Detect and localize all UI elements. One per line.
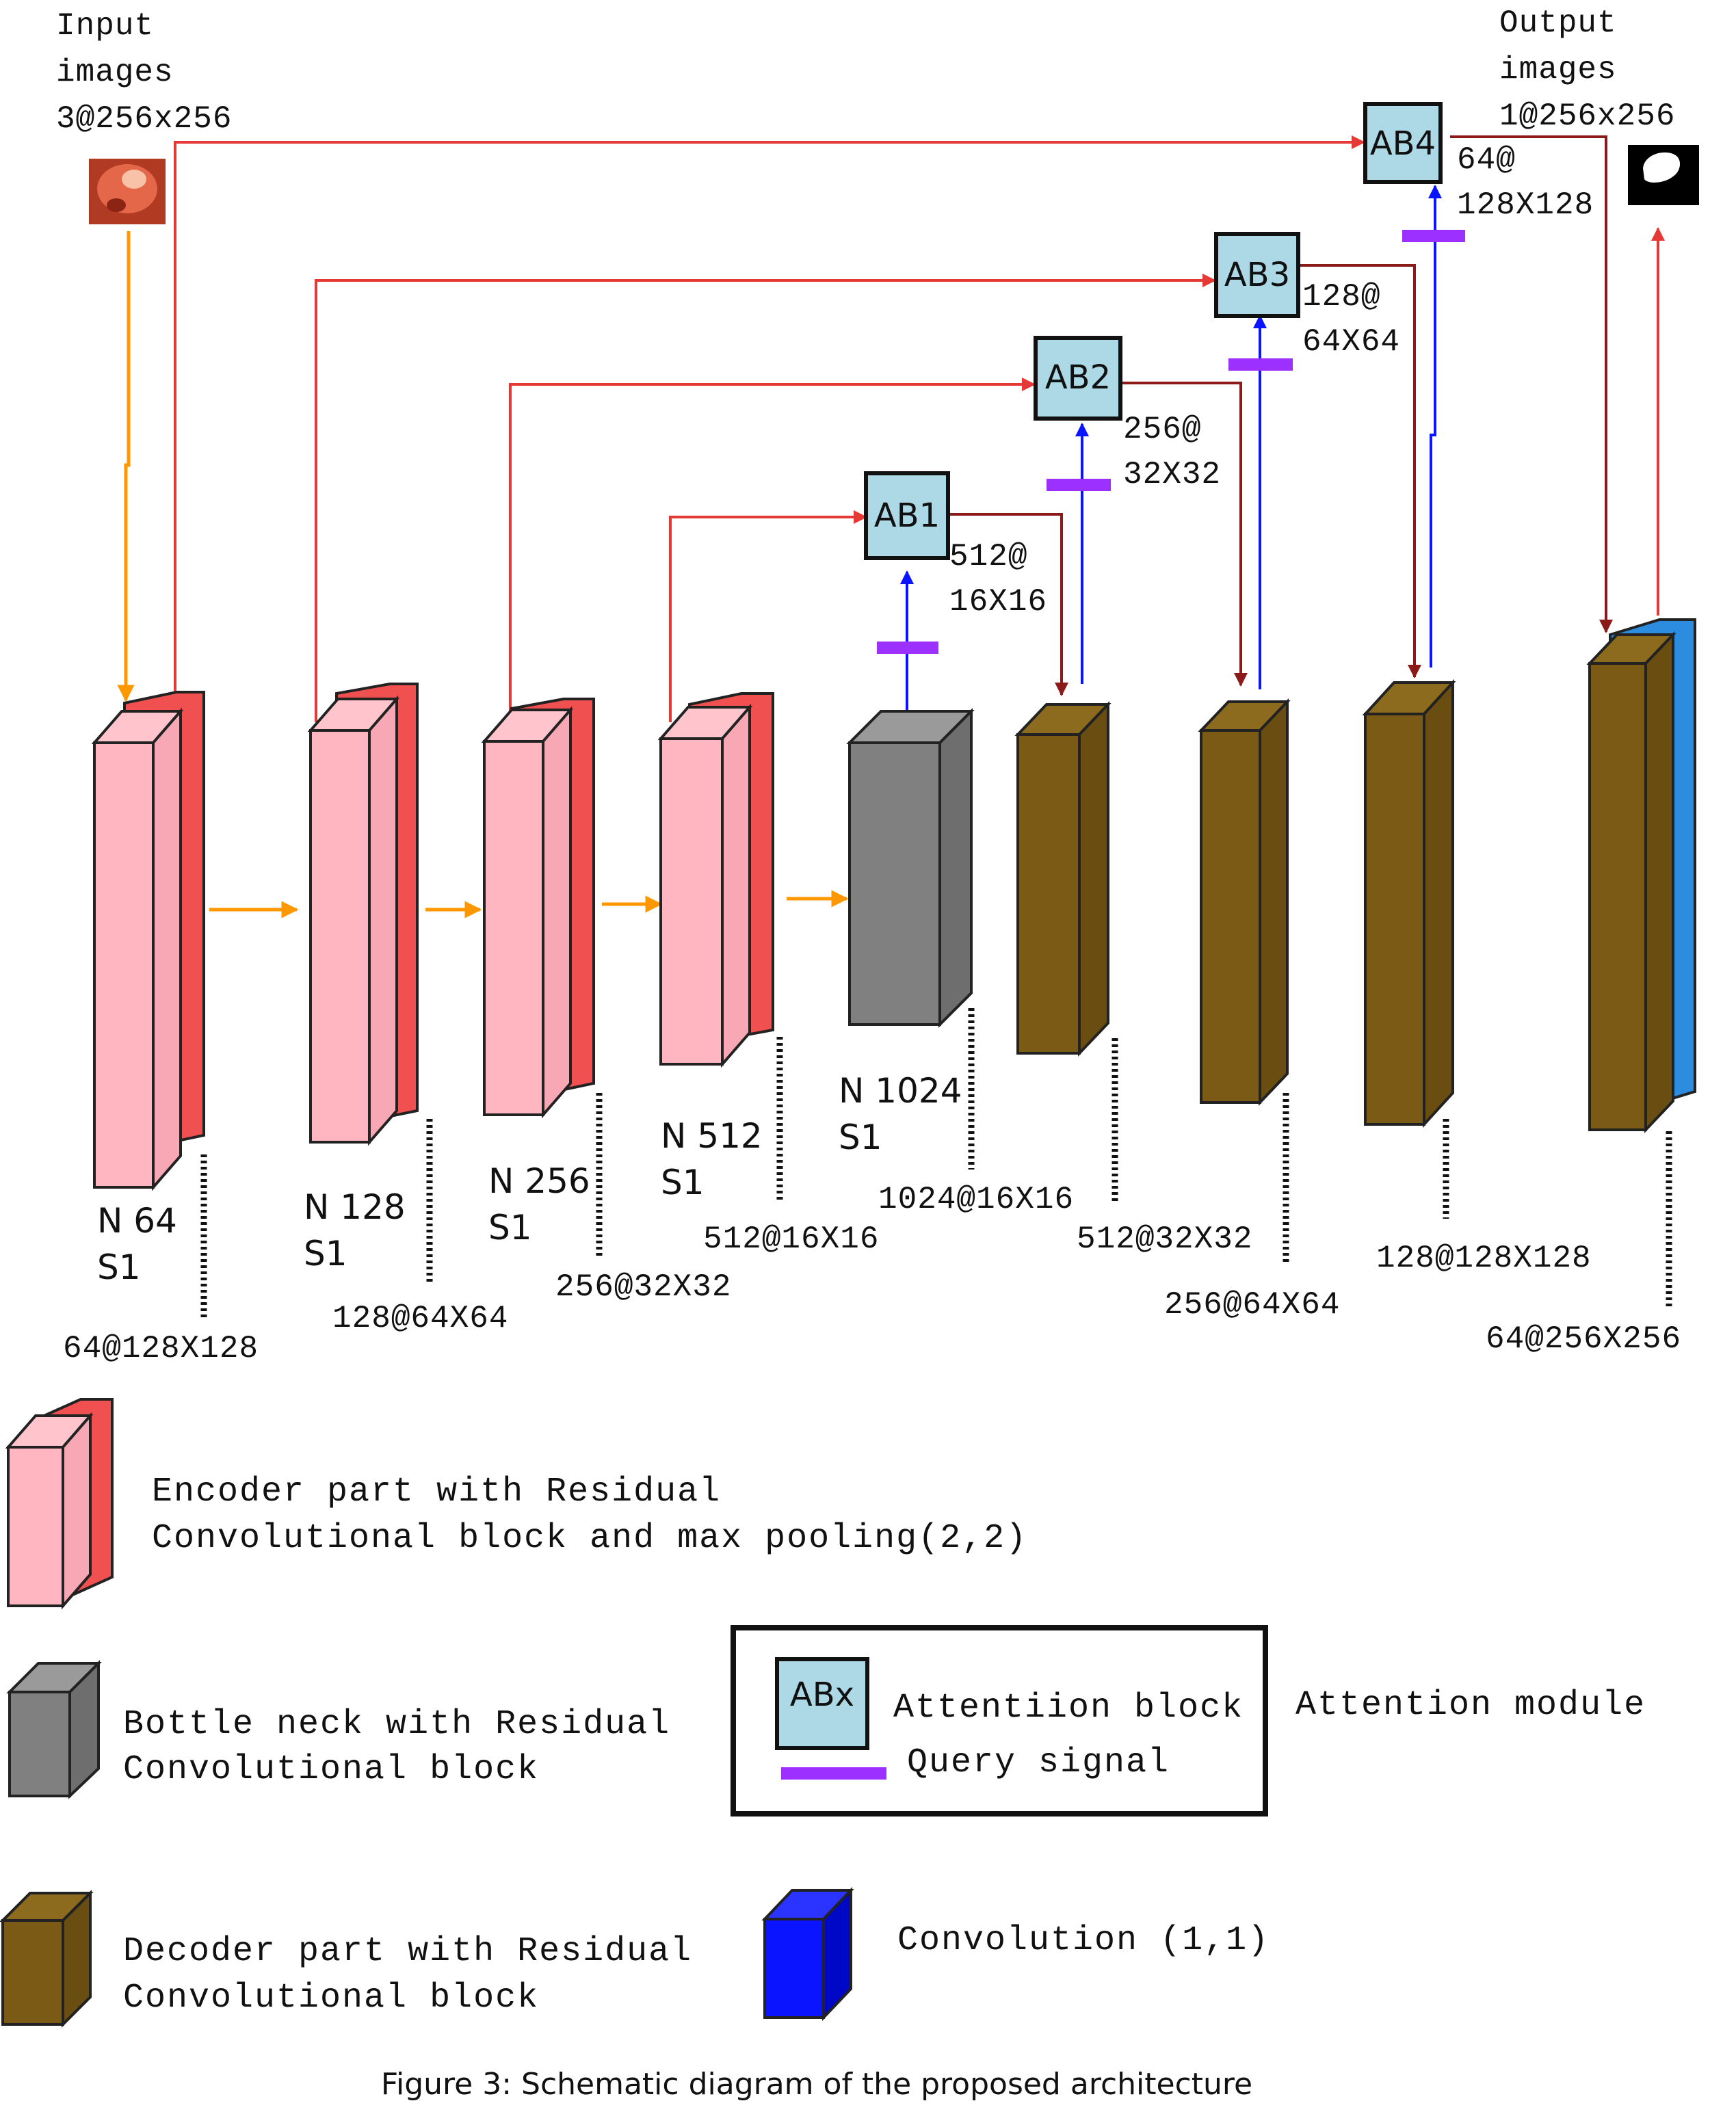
dec2-dim-label: 256@64X64: [1164, 1287, 1340, 1323]
input-title-line2: images: [56, 55, 174, 90]
ab3-label: AB3: [1224, 256, 1290, 294]
attention-block-1: AB1 512@ 16X16: [864, 471, 1047, 620]
bottleneck-labels: N 1024 S1 1024@16X16: [839, 1071, 1074, 1217]
enc2-dim-label: 128@64X64: [332, 1301, 508, 1336]
legend-abx-label: ABx: [790, 1676, 854, 1714]
attention-block-2: AB2 256@ 32X32: [1034, 336, 1221, 492]
dec4-dim-label: 64@256X256: [1486, 1321, 1681, 1357]
ab1-query-bar: [877, 642, 938, 654]
ab3-dim2: 64X64: [1302, 324, 1400, 360]
ab2-label: AB2: [1045, 358, 1111, 397]
query-signal-bars: [877, 230, 1465, 654]
skip-arrow-2: [315, 274, 1216, 722]
ab2-dim1: 256@: [1123, 412, 1201, 447]
ab3-query-bar: [1228, 358, 1293, 371]
encoder-block-4: [657, 692, 774, 1068]
legend-attention-block: Attentiion block: [893, 1689, 1244, 1728]
skip-arrow-4: [669, 510, 867, 722]
attention-blocks: AB1 512@ 16X16 AB2 256@ 32X32 AB3 128@ 6…: [864, 102, 1594, 620]
input-title-line1: Input: [56, 8, 154, 44]
attention-outputs: [949, 135, 1613, 696]
legend-query-bar: [781, 1767, 886, 1780]
enc3-s-label: S1: [488, 1208, 532, 1247]
ab4-label: AB4: [1370, 124, 1436, 163]
ab1-out-arrow: [949, 513, 1068, 696]
decoder-block-4: [1586, 618, 1696, 1133]
input-image-thumbnail: [89, 159, 166, 224]
encoder-flow-arrows: [117, 231, 849, 919]
bottleneck-s-label: S1: [839, 1118, 882, 1157]
figure-caption: Figure 3: Schematic diagram of the propo…: [381, 2067, 1252, 2102]
encoder-block-3: [481, 698, 595, 1119]
legend-bottleneck-line2: Convolutional block: [123, 1750, 539, 1789]
output-title-line1: Output: [1499, 5, 1617, 41]
legend-bottleneck-line1: Bottle neck with Residual: [123, 1705, 670, 1744]
query-signal-arrows: [900, 185, 1442, 711]
legend-attention-module: Attention module: [1296, 1686, 1646, 1725]
legend-decoder-line2: Convolutional block: [123, 1979, 539, 2018]
decoder-block-3: [1362, 678, 1456, 1128]
bottleneck-dim-label: 1024@16X16: [878, 1182, 1074, 1217]
attention-block-4: AB4 64@ 128X128: [1363, 102, 1594, 223]
encoder-block-1: [91, 691, 205, 1191]
ab1-dim1: 512@: [949, 539, 1027, 574]
legend-bottleneck-icon: [6, 1660, 102, 1799]
legend-convolution: Convolution (1,1): [897, 1921, 1270, 1960]
legend-query-signal: Query signal: [907, 1743, 1170, 1782]
legend-encoder-line2: Convolutional block and max pooling(2,2): [152, 1519, 1027, 1558]
legend-convolution-icon: [761, 1887, 854, 2021]
ab2-dim2: 32X32: [1123, 457, 1221, 492]
enc4-n-label: N 512: [661, 1116, 763, 1156]
enc2-n-label: N 128: [304, 1187, 406, 1227]
ab4-dim2: 128X128: [1457, 187, 1594, 223]
output-mask-thumbnail: [1628, 145, 1699, 205]
ab1-label: AB1: [874, 497, 940, 535]
dec1-dim-label: 512@32X32: [1077, 1221, 1252, 1257]
ab4-query-bar: [1402, 230, 1465, 242]
input-down-arrow: [117, 231, 135, 702]
enc3-dim-label: 256@32X32: [555, 1269, 731, 1305]
encoder-labels: N 64 S1 64@128X128 N 128 S1 128@64X64 N …: [63, 1116, 879, 1366]
dimension-bars: [200, 1008, 1672, 1320]
skip-connections: [174, 135, 1665, 722]
legend-encoder-line1: Encoder part with Residual: [152, 1472, 721, 1511]
input-header: Input images 3@256x256: [56, 8, 232, 137]
decoder-block-1: [1014, 701, 1112, 1057]
output-title-line2: images: [1499, 52, 1617, 88]
output-header: Output images 1@256x256: [1499, 5, 1675, 134]
legend-decoder-icon: [0, 1890, 94, 2028]
ab2-out-arrow: [1122, 382, 1248, 687]
ab4-dim1: 64@: [1457, 142, 1516, 178]
ab1-dim2: 16X16: [949, 584, 1047, 620]
ab2-query-bar: [1047, 479, 1111, 491]
enc4-dim-label: 512@16X16: [703, 1221, 879, 1257]
skip-arrow-1: [174, 135, 1365, 693]
decoder-block-2: [1198, 698, 1291, 1106]
legend-decoder-line1: Decoder part with Residual: [123, 1932, 692, 1971]
legend: Encoder part with Residual Convolutional…: [0, 1398, 1646, 2028]
ab3-dim1: 128@: [1302, 279, 1380, 315]
enc1-s-label: S1: [97, 1247, 141, 1287]
output-dims: 1@256x256: [1499, 98, 1675, 134]
enc1-n-label: N 64: [97, 1201, 177, 1241]
encoder-block-2: [307, 683, 419, 1146]
enc3-n-label: N 256: [488, 1161, 590, 1201]
enc1-dim-label: 64@128X128: [63, 1331, 259, 1366]
ab4-out-arrow: [1450, 135, 1613, 633]
input-dims: 3@256x256: [56, 101, 232, 137]
legend-attention-box: ABx: [731, 1625, 1268, 1816]
legend-encoder-icon: [5, 1398, 114, 1610]
attention-block-3: AB3 128@ 64X64: [1214, 232, 1400, 360]
bottleneck-block: [846, 708, 975, 1028]
enc4-s-label: S1: [661, 1163, 705, 1202]
ab3-out-arrow: [1300, 264, 1421, 678]
bottleneck-n-label: N 1024: [839, 1071, 962, 1111]
skip-arrow-3: [509, 378, 1036, 722]
dec3-dim-label: 128@128X128: [1376, 1241, 1592, 1276]
enc2-s-label: S1: [304, 1234, 347, 1273]
ab4-query-arrow: [1428, 185, 1442, 668]
decoder-labels: 512@32X32 256@64X64 128@128X128 64@256X2…: [1077, 1221, 1681, 1357]
